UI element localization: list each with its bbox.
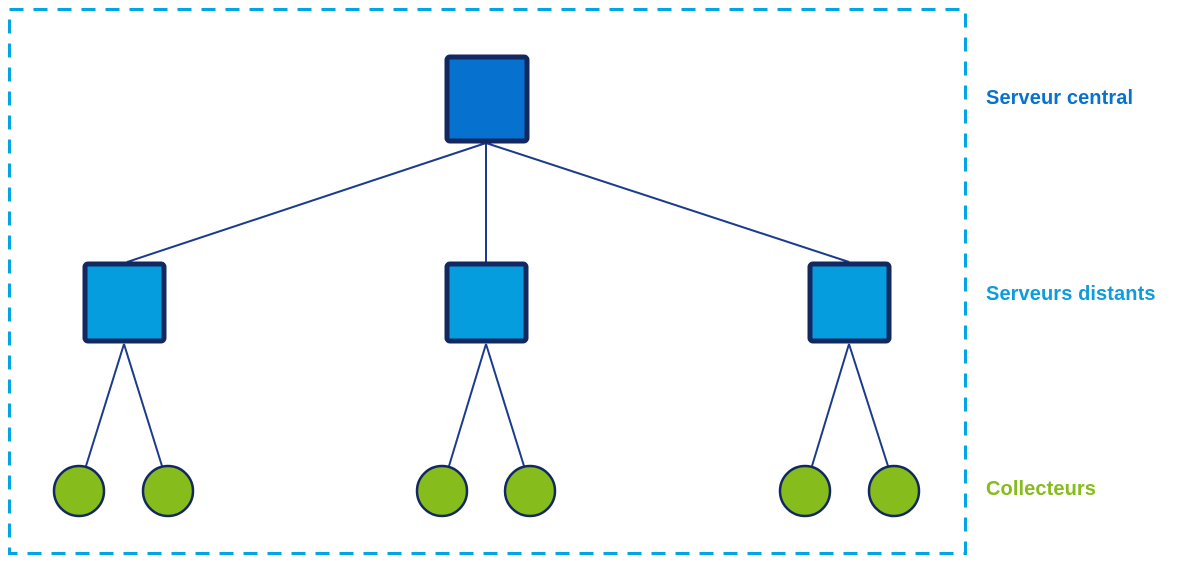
remote-server-node-1[interactable] — [82, 261, 167, 344]
remote-server-group — [82, 261, 892, 344]
collector-node-3[interactable] — [415, 464, 469, 518]
link-remote2-collector4 — [485, 343, 525, 467]
central-server-node[interactable] — [444, 54, 530, 144]
link-remote1-collector1 — [85, 343, 125, 467]
dashed-boundary — [8, 8, 967, 555]
collector-node-2[interactable] — [141, 464, 195, 518]
remote-server-node-3[interactable] — [807, 261, 892, 344]
remote-server-node-2[interactable] — [444, 261, 529, 344]
collector-node-4[interactable] — [503, 464, 557, 518]
collector-node-6[interactable] — [867, 464, 921, 518]
link-remote1-collector2 — [123, 343, 163, 467]
tier-label-remote-servers: Serveurs distants — [986, 283, 1156, 305]
tier-label-collectors: Collecteurs — [986, 478, 1097, 500]
link-central-remote-1 — [126, 142, 487, 263]
link-group-remote-to-collectors — [85, 343, 889, 467]
collector-node-1[interactable] — [52, 464, 106, 518]
link-remote3-collector5 — [811, 343, 850, 467]
collector-group — [52, 464, 921, 518]
collector-node-5[interactable] — [778, 464, 832, 518]
tier-label-central-server: Serveur central — [986, 87, 1134, 109]
link-group-central-to-remote — [126, 142, 850, 263]
link-remote2-collector3 — [448, 343, 487, 467]
link-central-remote-3 — [485, 142, 850, 263]
link-remote3-collector6 — [848, 343, 889, 467]
